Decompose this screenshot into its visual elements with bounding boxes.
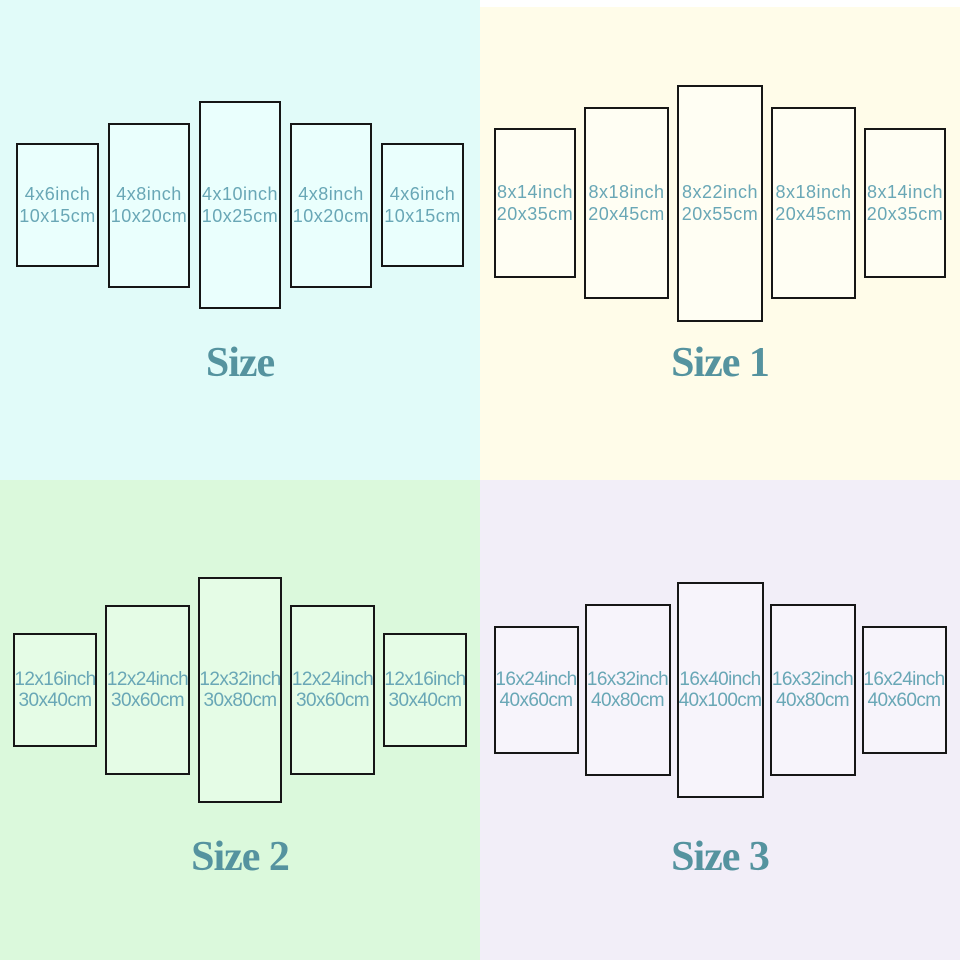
panel-inch-label: 12x32inch [199, 669, 281, 690]
canvas-panel: 4x8inch 10x20cm [290, 122, 372, 288]
canvas-panel: 12x24inch 30x60cm [105, 605, 190, 775]
quadrant-size: 4x6inch 10x15cm 4x8inch 10x20cm 4x10inch… [0, 0, 480, 480]
panel-inch-label: 16x32inch [586, 669, 669, 690]
canvas-panel: 4x6inch 10x15cm [16, 143, 99, 267]
panel-cm-label: 40x60cm [499, 690, 574, 711]
canvas-panel: 16x24inch 40x60cm [861, 626, 947, 754]
white-strip [480, 0, 960, 7]
panel-inch-label: 16x32inch [771, 669, 854, 690]
canvas-panel: 12x16inch 30x40cm [13, 633, 97, 747]
panel-cm-label: 20x35cm [866, 204, 944, 224]
panel-inch-label: 16x40inch [679, 669, 761, 690]
panel-cm-label: 10x15cm [384, 206, 461, 226]
panel-inch-label: 4x10inch [201, 184, 279, 204]
panel-row: 12x16inch 30x40cm 12x24inch 30x60cm 12x3… [0, 480, 480, 900]
canvas-panel: 12x16inch 30x40cm [383, 633, 467, 747]
canvas-panel: 16x32inch 40x80cm [584, 604, 671, 776]
panel-cm-label: 40x100cm [678, 690, 762, 711]
quadrant-title: Size [205, 340, 275, 386]
panel-inch-label: 16x24inch [863, 669, 945, 690]
canvas-panel: 8x18inch 20x45cm [771, 107, 856, 299]
panel-cm-label: 40x60cm [867, 690, 942, 711]
panel-inch-label: 12x24inch [106, 669, 189, 690]
canvas-panel: 16x24inch 40x60cm [493, 626, 579, 754]
canvas-panel: 4x6inch 10x15cm [381, 143, 464, 267]
panel-inch-label: 4x8inch [298, 184, 364, 204]
canvas-panel: 8x18inch 20x45cm [584, 107, 669, 299]
quadrant-title: Size 3 [671, 834, 770, 880]
panel-inch-label: 12x16inch [14, 669, 96, 690]
panel-inch-label: 16x24inch [495, 669, 577, 690]
panel-cm-label: 30x40cm [18, 690, 93, 711]
quadrant-title: Size 1 [671, 340, 770, 386]
panel-cm-label: 10x20cm [292, 206, 370, 226]
canvas-panel: 12x24inch 30x60cm [290, 605, 375, 775]
panel-inch-label: 8x14inch [496, 182, 574, 202]
panel-inch-label: 8x18inch [588, 182, 665, 202]
panel-inch-label: 8x14inch [866, 182, 944, 202]
panel-row: 4x6inch 10x15cm 4x8inch 10x20cm 4x10inch… [0, 0, 480, 410]
panel-cm-label: 20x45cm [775, 204, 852, 224]
canvas-panel: 4x10inch 10x25cm [199, 101, 281, 309]
panel-cm-label: 10x15cm [19, 206, 96, 226]
canvas-panel: 16x40inch 40x100cm [676, 582, 764, 798]
panel-inch-label: 4x8inch [116, 184, 182, 204]
panel-inch-label: 12x24inch [291, 669, 374, 690]
canvas-panel: 12x32inch 30x80cm [198, 577, 282, 803]
quadrant-title: Size 2 [191, 834, 290, 880]
panel-inch-label: 4x6inch [389, 184, 456, 204]
panel-row: 8x14inch 20x35cm 8x18inch 20x45cm 8x22in… [480, 0, 960, 406]
panel-cm-label: 20x35cm [496, 204, 574, 224]
panel-inch-label: 8x22inch [681, 182, 759, 202]
panel-cm-label: 30x60cm [296, 690, 370, 711]
quadrant-size-1: 8x14inch 20x35cm 8x18inch 20x45cm 8x22in… [480, 0, 960, 480]
panel-inch-label: 4x6inch [24, 184, 91, 204]
panel-cm-label: 10x20cm [110, 206, 188, 226]
panel-cm-label: 10x25cm [201, 206, 279, 226]
canvas-panel: 8x14inch 20x35cm [864, 128, 946, 278]
quadrant-size-3: 16x24inch 40x60cm 16x32inch 40x80cm 16x4… [480, 480, 960, 960]
panel-cm-label: 30x80cm [203, 690, 278, 711]
quadrant-size-2: 12x16inch 30x40cm 12x24inch 30x60cm 12x3… [0, 480, 480, 960]
canvas-panel: 4x8inch 10x20cm [108, 122, 190, 288]
canvas-panel: 16x32inch 40x80cm [769, 604, 856, 776]
panel-cm-label: 30x60cm [111, 690, 185, 711]
panel-cm-label: 20x45cm [588, 204, 665, 224]
panel-cm-label: 30x40cm [388, 690, 463, 711]
panel-inch-label: 8x18inch [775, 182, 852, 202]
panel-cm-label: 40x80cm [776, 690, 850, 711]
panel-cm-label: 40x80cm [591, 690, 665, 711]
panel-inch-label: 12x16inch [384, 669, 466, 690]
panel-row: 16x24inch 40x60cm 16x32inch 40x80cm 16x4… [480, 480, 960, 900]
canvas-panel: 8x22inch 20x55cm [677, 84, 763, 322]
canvas-panel: 8x14inch 20x35cm [494, 128, 576, 278]
panel-cm-label: 20x55cm [681, 204, 759, 224]
